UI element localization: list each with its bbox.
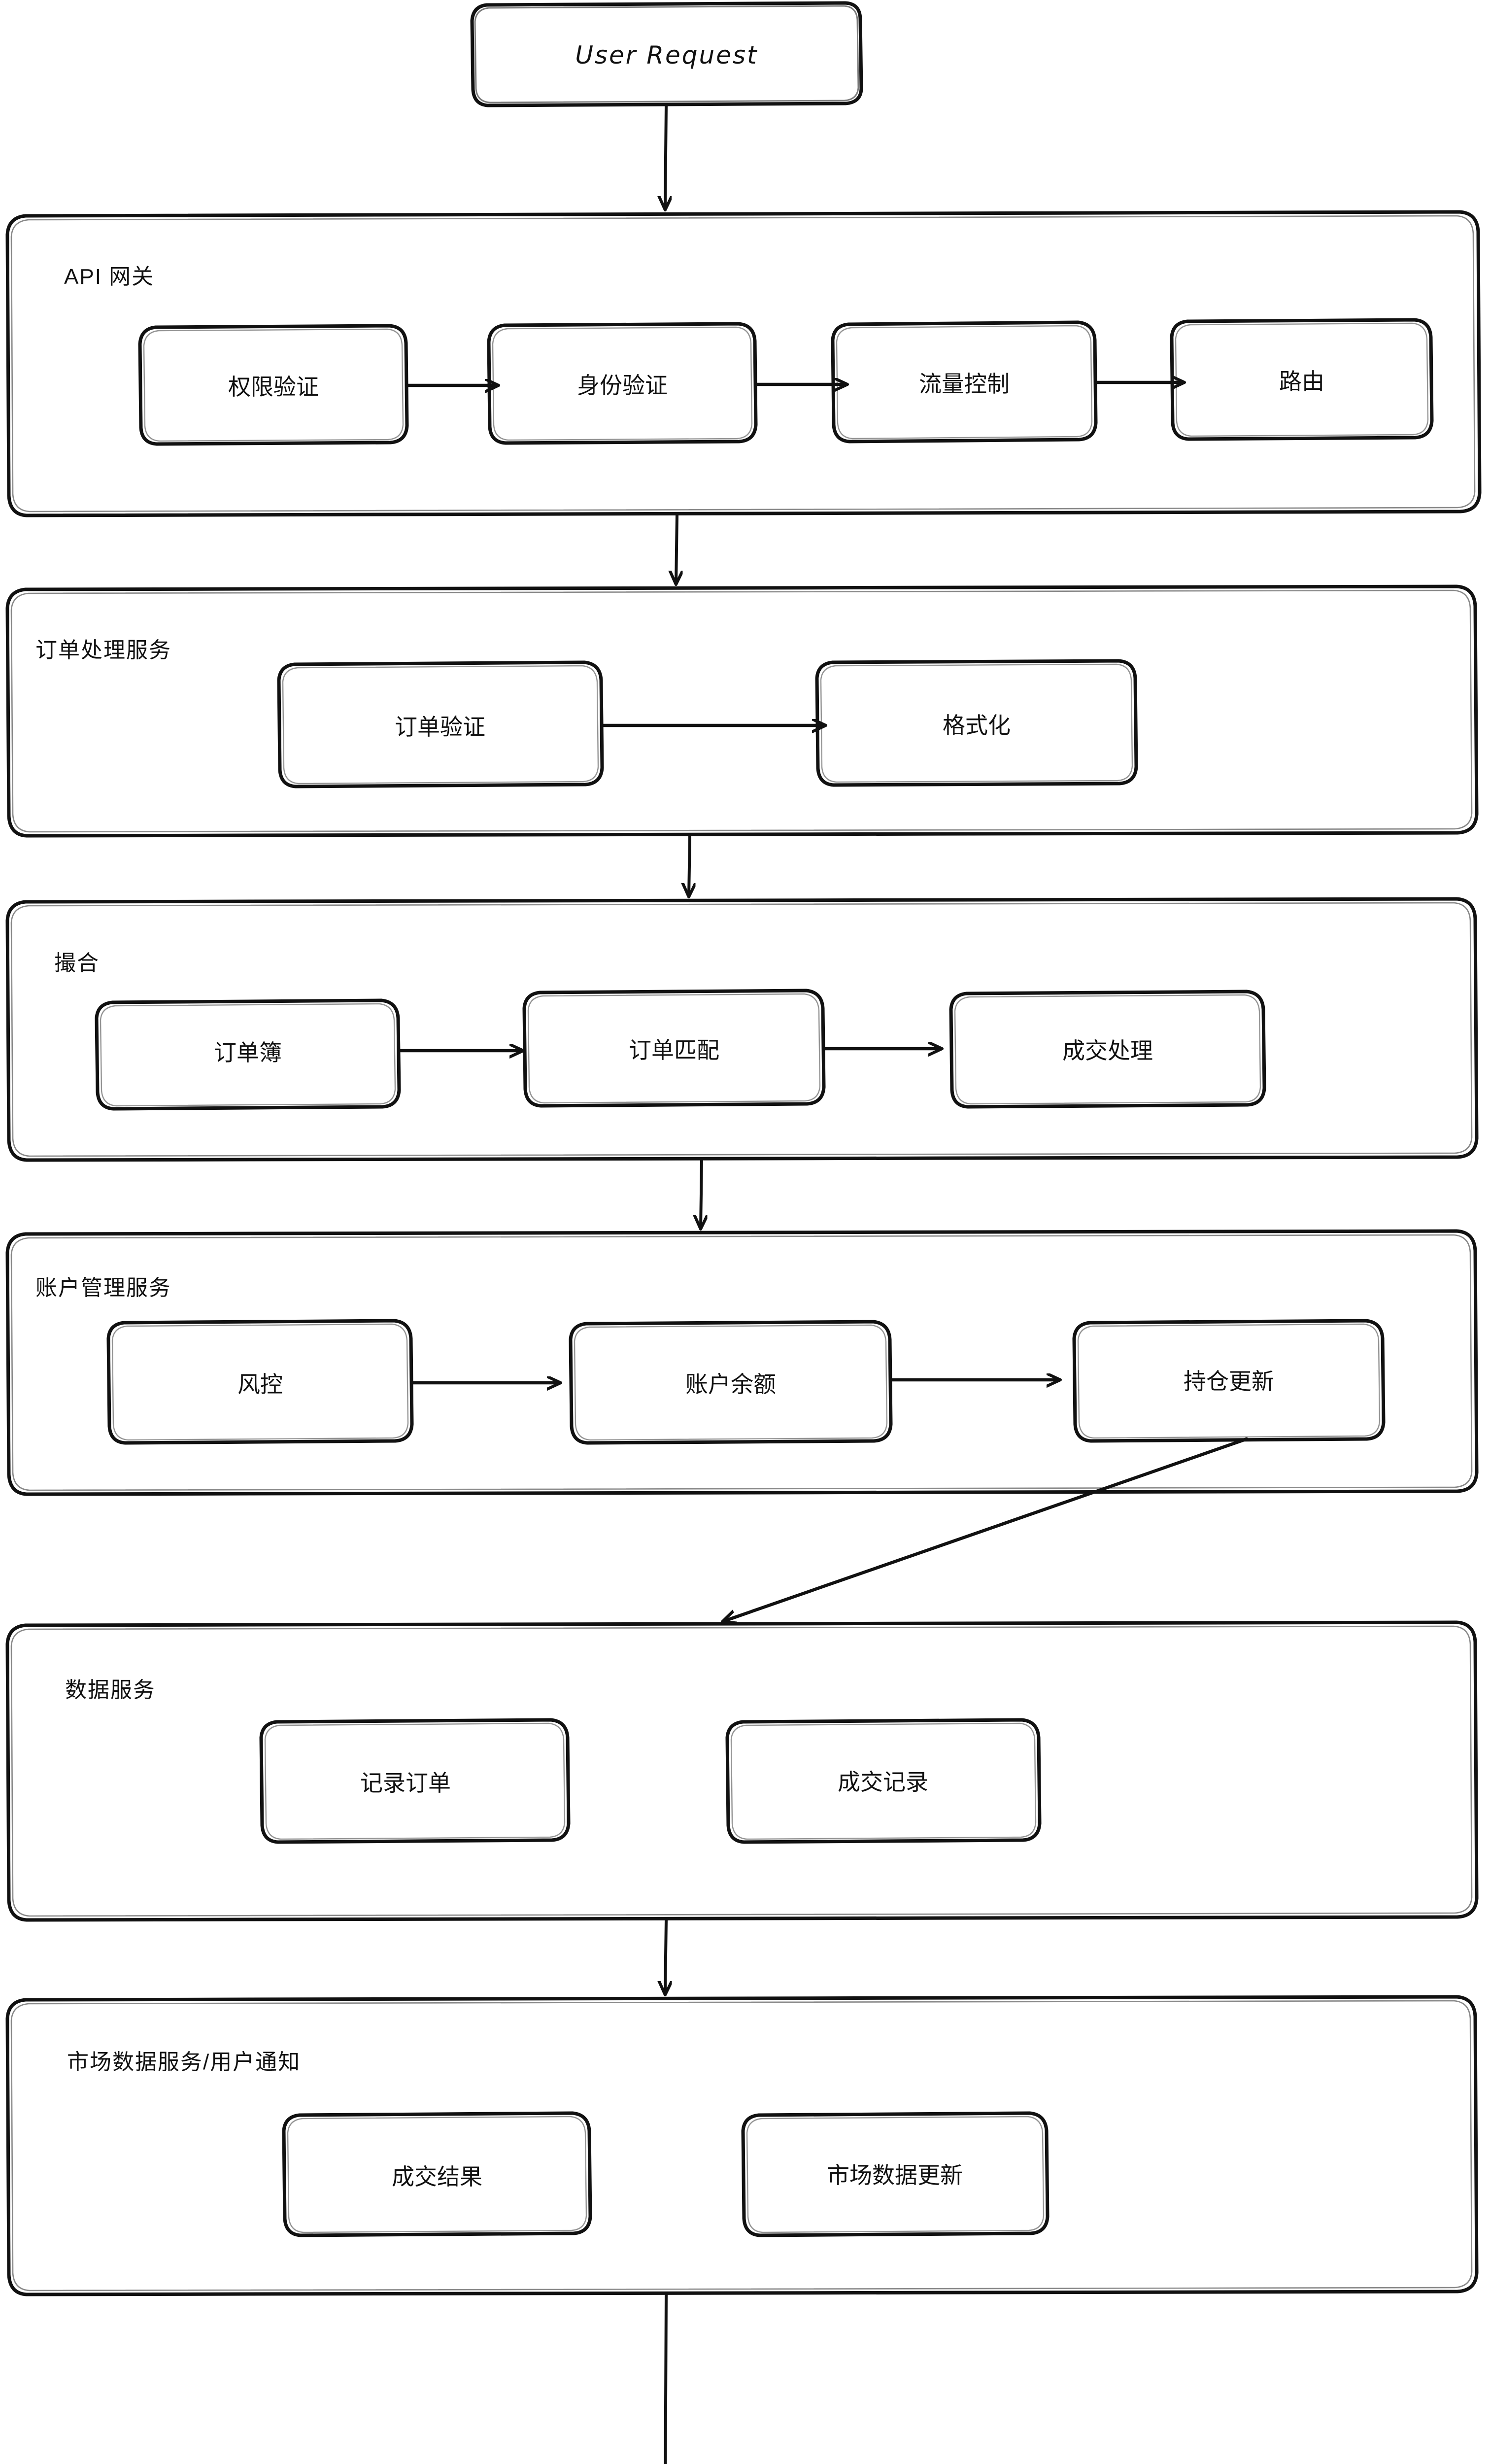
node-account-balance-shape	[569, 1320, 893, 1445]
node-trade-record-shape	[725, 1718, 1042, 1844]
node-position-update-shape	[1072, 1319, 1386, 1443]
group-data-service-shape	[5, 1620, 1479, 1922]
edge-position-to-data	[723, 1437, 1249, 1621]
node-risk-control-shape	[106, 1319, 414, 1445]
node-order-book-shape	[95, 998, 401, 1111]
node-order-validate-shape	[277, 660, 604, 788]
node-market-data-update-shape	[741, 2111, 1050, 2237]
node-routing-shape	[1170, 318, 1434, 441]
edge-data-to-market	[665, 1918, 666, 1994]
group-order-service-shape	[5, 584, 1479, 838]
edge-start-to-api	[665, 104, 666, 209]
node-trade-process-shape	[949, 990, 1266, 1109]
edge-market-to-end	[664, 2293, 668, 2464]
node-format-shape	[815, 659, 1138, 787]
group-api-gateway-shape	[5, 210, 1482, 517]
node-rate-limit-shape	[831, 320, 1098, 444]
node-perm-auth-shape	[138, 324, 409, 446]
start-node-shape	[470, 1, 863, 107]
group-matching-shape	[5, 897, 1479, 1162]
node-identity-auth-shape	[487, 322, 758, 445]
edge-api-to-order	[676, 514, 677, 583]
group-market-data-shape	[5, 1995, 1479, 2296]
node-record-order-shape	[259, 1718, 571, 1844]
edge-matching-to-account	[701, 1159, 702, 1228]
node-trade-result-shape	[282, 2111, 592, 2237]
group-account-service-shape	[5, 1229, 1479, 1496]
edge-order-to-matching	[689, 834, 690, 896]
node-order-match-shape	[522, 989, 826, 1108]
